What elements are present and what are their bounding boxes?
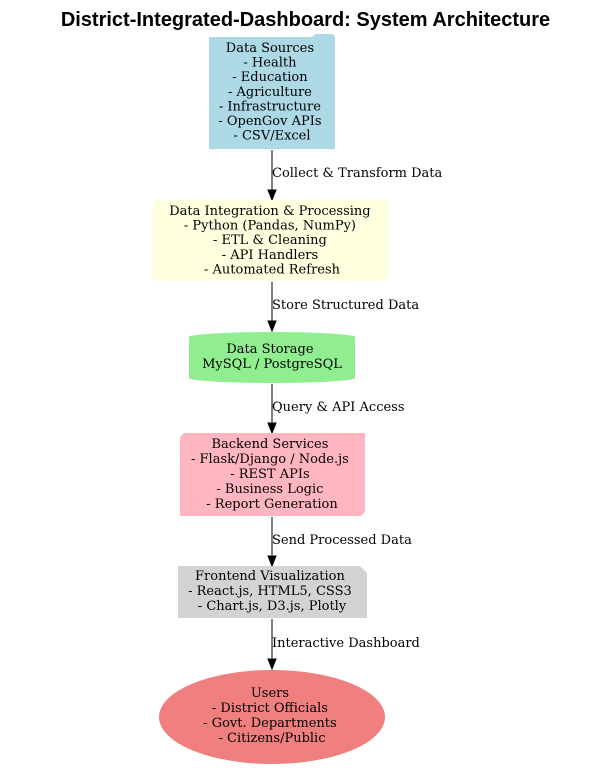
node-data-sources-shape	[209, 34, 335, 149]
node-users-shape	[159, 670, 385, 764]
node-label-line: - API Handlers	[222, 248, 318, 263]
node-data-integration: Data Integration & Processing - Python (…	[153, 200, 389, 281]
node-label-line: - Health	[243, 56, 297, 71]
edge-frontend-to-users: Interactive Dashboard	[267, 619, 420, 671]
node-label-line: - React.js, HTML5, CSS3	[188, 584, 352, 599]
node-label-line: Data Sources	[226, 41, 314, 56]
node-frontend-visualization-label: Frontend Visualization - React.js, HTML5…	[188, 569, 356, 614]
node-frontend-visualization-shape	[178, 566, 367, 618]
node-label-line: - OpenGov APIs	[218, 114, 321, 129]
edge-label: Store Structured Data	[272, 298, 419, 313]
node-label-line: - Infrastructure	[219, 99, 321, 114]
arrow-head	[267, 555, 277, 568]
node-data-storage: Data Storage MySQL / PostgreSQL	[189, 332, 355, 383]
node-label-line: - Agriculture	[228, 85, 312, 100]
edge-integration-to-storage: Store Structured Data	[267, 282, 419, 333]
node-label-line: Frontend Visualization	[195, 569, 345, 584]
edge-label: Query & API Access	[272, 400, 405, 415]
node-label-line: MySQL / PostgreSQL	[202, 357, 342, 372]
node-label-line: - Govt. Departments	[203, 716, 337, 731]
node-label-line: - CSV/Excel	[233, 129, 310, 144]
node-users-label: Users - District Officials - Govt. Depar…	[203, 686, 341, 746]
node-frontend-visualization: Frontend Visualization - React.js, HTML5…	[178, 566, 367, 618]
node-label-line: - REST APIs	[230, 467, 309, 482]
node-label-line: - Flask/Django / Node.js	[191, 452, 349, 467]
node-label-line: - District Officials	[212, 701, 328, 716]
node-data-integration-label: Data Integration & Processing - Python (…	[169, 204, 375, 277]
node-data-integration-shape	[153, 200, 389, 281]
arrow-head	[267, 658, 277, 671]
node-backend-services-shape	[180, 433, 365, 516]
node-label-line: Backend Services	[211, 437, 328, 452]
node-data-sources: Data Sources - Health - Education - Agri…	[209, 34, 335, 149]
arrow-head	[267, 422, 277, 435]
edge-label: Send Processed Data	[272, 533, 412, 548]
edge-label: Collect & Transform Data	[272, 166, 443, 181]
node-label-line: - Chart.js, D3.js, Plotly	[198, 599, 347, 614]
node-label-line: - ETL & Cleaning	[213, 233, 327, 248]
node-label-line: Data Integration & Processing	[169, 204, 370, 219]
node-data-sources-label: Data Sources - Health - Education - Agri…	[218, 41, 325, 144]
node-backend-services-label: Backend Services - Flask/Django / Node.j…	[191, 437, 353, 512]
node-label-line: Data Storage	[226, 342, 314, 357]
node-users: Users - District Officials - Govt. Depar…	[159, 670, 385, 764]
edge-storage-to-backend: Query & API Access	[267, 384, 405, 435]
node-data-storage-shape	[189, 332, 355, 383]
node-label-line: - Citizens/Public	[218, 731, 325, 746]
node-data-storage-label: Data Storage MySQL / PostgreSQL	[202, 342, 342, 372]
node-label-line: - Education	[232, 70, 308, 85]
edge-backend-to-frontend: Send Processed Data	[267, 517, 412, 568]
edge-label: Interactive Dashboard	[272, 636, 420, 651]
diagram-title: District-Integrated-Dashboard: System Ar…	[61, 9, 550, 31]
node-label-line: - Python (Pandas, NumPy)	[184, 219, 356, 234]
edge-sources-to-integration: Collect & Transform Data	[267, 150, 443, 202]
arrow-head	[267, 320, 277, 333]
node-backend-services: Backend Services - Flask/Django / Node.j…	[180, 433, 365, 516]
arrow-head	[267, 189, 277, 202]
node-label-line: Users	[251, 686, 289, 701]
node-label-line: - Report Generation	[206, 497, 338, 512]
node-label-line: - Business Logic	[216, 482, 323, 497]
node-label-line: - Automated Refresh	[204, 262, 341, 277]
